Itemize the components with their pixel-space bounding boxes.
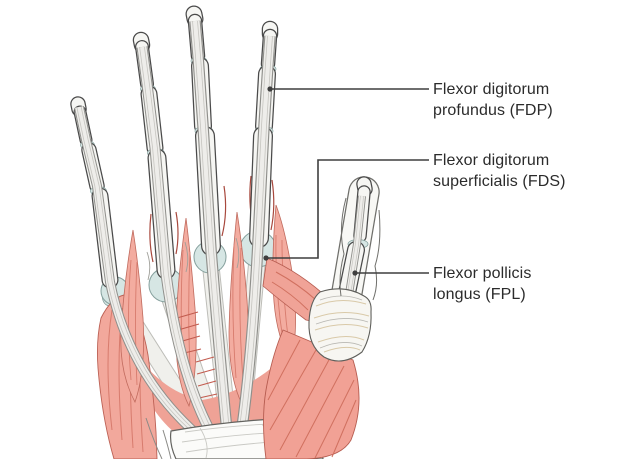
thenar-muscle — [263, 329, 360, 459]
leader-fds — [266, 159, 429, 259]
leader-dot-fpl — [352, 270, 358, 276]
leader-dot-fdp — [267, 86, 273, 92]
leader-dot-fds — [263, 255, 269, 261]
leader-lines — [266, 88, 429, 274]
label-flexor-digitorum-superficialis: Flexor digitorum superficialis (FDS) — [433, 152, 566, 190]
thumb — [308, 176, 381, 362]
leader-dots — [263, 86, 358, 276]
label-flexor-pollicis-longus: Flexor pollicis longus (FPL) — [433, 265, 532, 303]
label-flexor-digitorum-profundus: Flexor digitorum profundus (FDP) — [433, 81, 553, 119]
